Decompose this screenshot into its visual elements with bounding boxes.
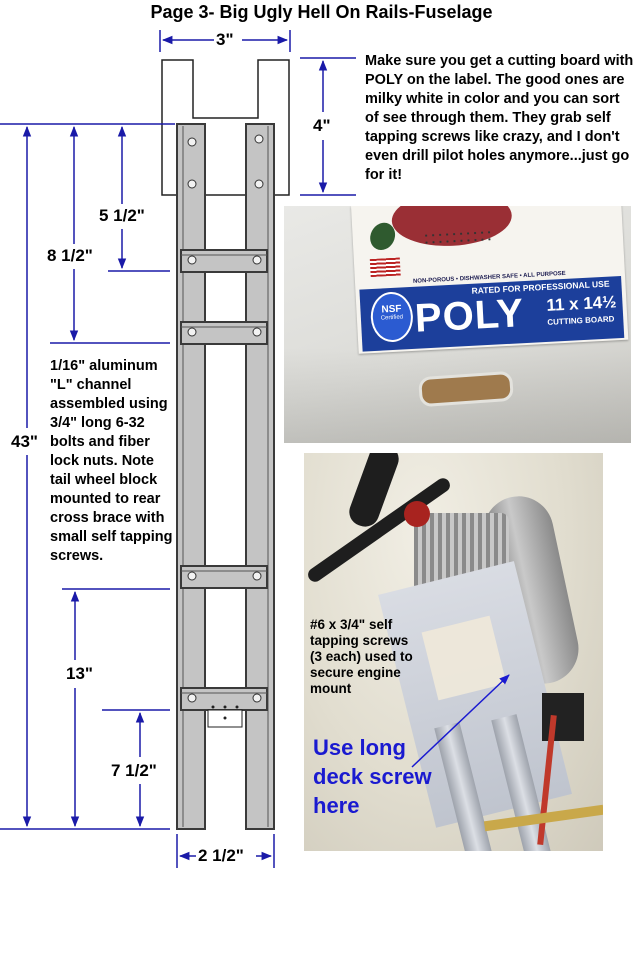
bolt-holes: [187, 134, 264, 703]
label-sheet: NON-POROUS • DISHWASHER SAFE • ALL PURPO…: [351, 206, 629, 354]
cutting-board-photo: NON-POROUS • DISHWASHER SAFE • ALL PURPO…: [284, 206, 631, 443]
right-rail: [245, 123, 275, 830]
dim-first-brace: 5 1/2": [99, 206, 145, 225]
poly-logo: POLY: [413, 291, 526, 341]
pointer-line: [411, 674, 510, 768]
nsf-sub: Certified: [380, 314, 404, 322]
flag-icon: [369, 257, 401, 278]
dim-second-brace: 8 1/2": [47, 246, 93, 265]
page-title: Page 3- Big Ugly Hell On Rails-Fuselage: [150, 2, 493, 22]
board-product: CUTTING BOARD: [547, 314, 615, 327]
engine-photo: #6 x 3/4" self tapping screws (3 each) u…: [304, 453, 603, 851]
nsf-badge: NSF Certified: [369, 290, 415, 344]
dim-overall-length: 43": [11, 432, 38, 451]
dim-top-height: 4": [313, 116, 331, 135]
label-banner: NSF Certified RATED FOR PROFESSIONAL USE…: [359, 275, 625, 352]
left-rail: [176, 123, 206, 830]
channel-note: 1/16" aluminum "L" channel assembled usi…: [50, 358, 173, 564]
board-size: 11 x 14½: [545, 292, 617, 315]
screw-note: #6 x 3/4" self tapping screws (3 each) u…: [310, 617, 413, 696]
dim-top-width: 3": [216, 30, 234, 49]
dim-tail-wheel: 7 1/2": [111, 761, 157, 780]
dim-rail-width: 2 1/2": [198, 846, 244, 865]
glow-plug-cap: [404, 501, 430, 527]
dim-tail-section: 13": [66, 664, 93, 683]
deck-screw-label: Use long deck screw here: [313, 735, 432, 818]
cutting-board-note: Make sure you get a cutting board with P…: [365, 53, 634, 183]
